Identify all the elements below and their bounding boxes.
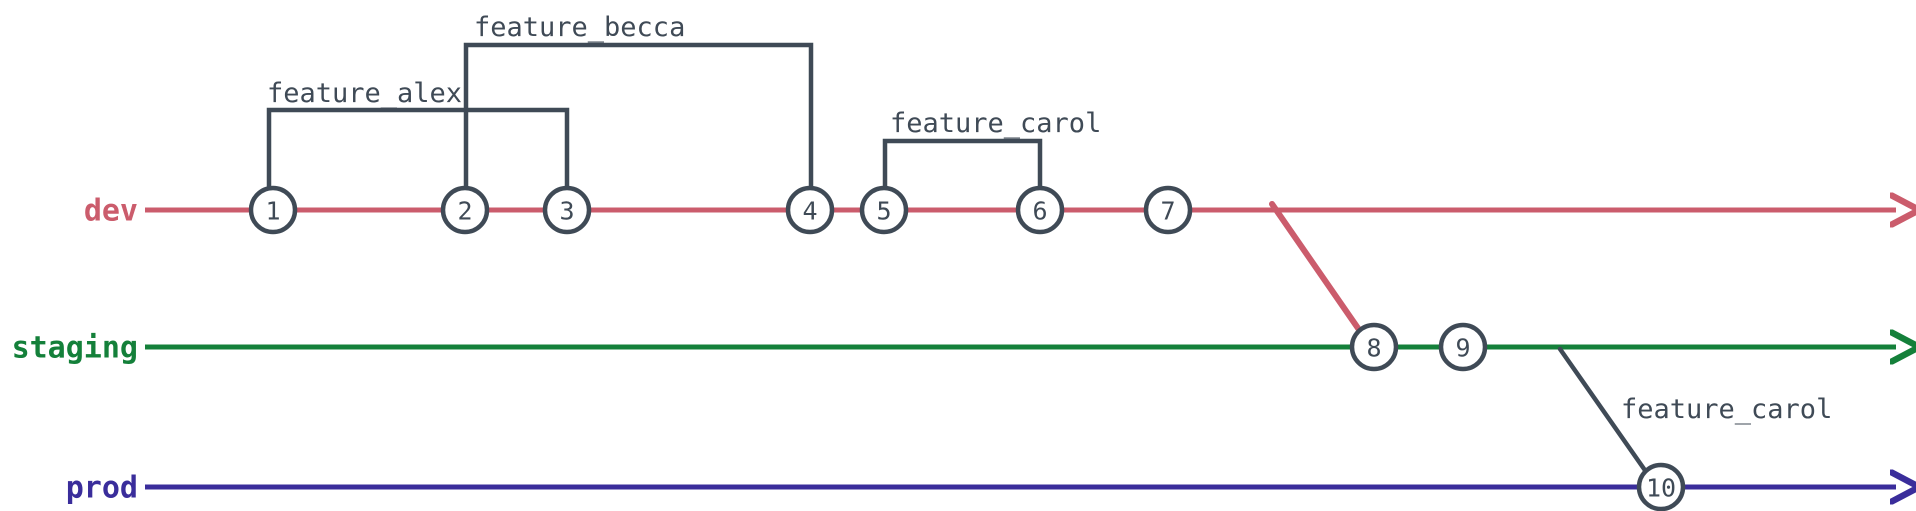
commit-number-6: 6 (1032, 197, 1047, 226)
deploy-line-staging-to-prod (1557, 346, 1652, 479)
commit-nodes-group: 1 2 3 4 5 6 7 (248, 185, 1686, 511)
commit-number-10: 10 (1646, 474, 1676, 503)
feature-label-feature-carol: feature_carol (890, 108, 1101, 139)
commit-node-1[interactable]: 1 (248, 185, 298, 235)
commit-circle-10 (1636, 462, 1686, 511)
feature-label-feature-alex: feature_alex (267, 78, 462, 109)
commit-circle-5 (859, 185, 909, 235)
commit-node-4[interactable]: 4 (785, 185, 835, 235)
commit-circle-7 (1143, 185, 1193, 235)
deploy-branch-group: feature_carol (1557, 346, 1832, 479)
commit-node-9[interactable]: 9 (1438, 322, 1488, 372)
branch-label-staging: staging (12, 331, 138, 366)
feature-brackets-group (266, 42, 1043, 188)
branch-label-dev: dev (84, 194, 138, 229)
feature-bracket-feature-carol (882, 138, 1043, 188)
deploy-label-feature-carol: feature_carol (1621, 394, 1832, 425)
commit-circle-4 (785, 185, 835, 235)
commit-circle-6 (1015, 185, 1065, 235)
commit-number-2: 2 (457, 197, 472, 226)
commit-number-5: 5 (876, 197, 891, 226)
branch-label-prod: prod (66, 471, 138, 506)
feature-bracket-feature-becca (463, 42, 814, 188)
commit-number-1: 1 (265, 197, 280, 226)
commit-node-8[interactable]: 8 (1349, 322, 1399, 372)
merge-line-dev-to-staging (1269, 201, 1365, 337)
feature-label-feature-becca: feature_becca (474, 12, 685, 43)
commit-node-5[interactable]: 5 (859, 185, 909, 235)
commit-node-10[interactable]: 10 (1636, 462, 1686, 511)
commit-circle-3 (542, 185, 592, 235)
feature-bracket-labels-group: feature_alex feature_becca feature_carol (267, 12, 1101, 139)
feature-bracket-feature-alex (266, 107, 570, 188)
merge-lines-group (1269, 201, 1365, 337)
branch-labels-group: dev staging prod (12, 194, 138, 506)
commit-circle-9 (1438, 322, 1488, 372)
commit-node-2[interactable]: 2 (440, 185, 490, 235)
commit-number-3: 3 (559, 197, 574, 226)
commit-circle-8 (1349, 322, 1399, 372)
commit-number-4: 4 (802, 197, 817, 226)
commit-node-6[interactable]: 6 (1015, 185, 1065, 235)
commit-node-7[interactable]: 7 (1143, 185, 1193, 235)
commit-circle-2 (440, 185, 490, 235)
branch-lines-group (145, 210, 1896, 487)
commit-number-7: 7 (1160, 197, 1175, 226)
commit-node-3[interactable]: 3 (542, 185, 592, 235)
commit-circle-1 (248, 185, 298, 235)
commit-number-9: 9 (1455, 334, 1470, 363)
commit-number-8: 8 (1366, 334, 1381, 363)
